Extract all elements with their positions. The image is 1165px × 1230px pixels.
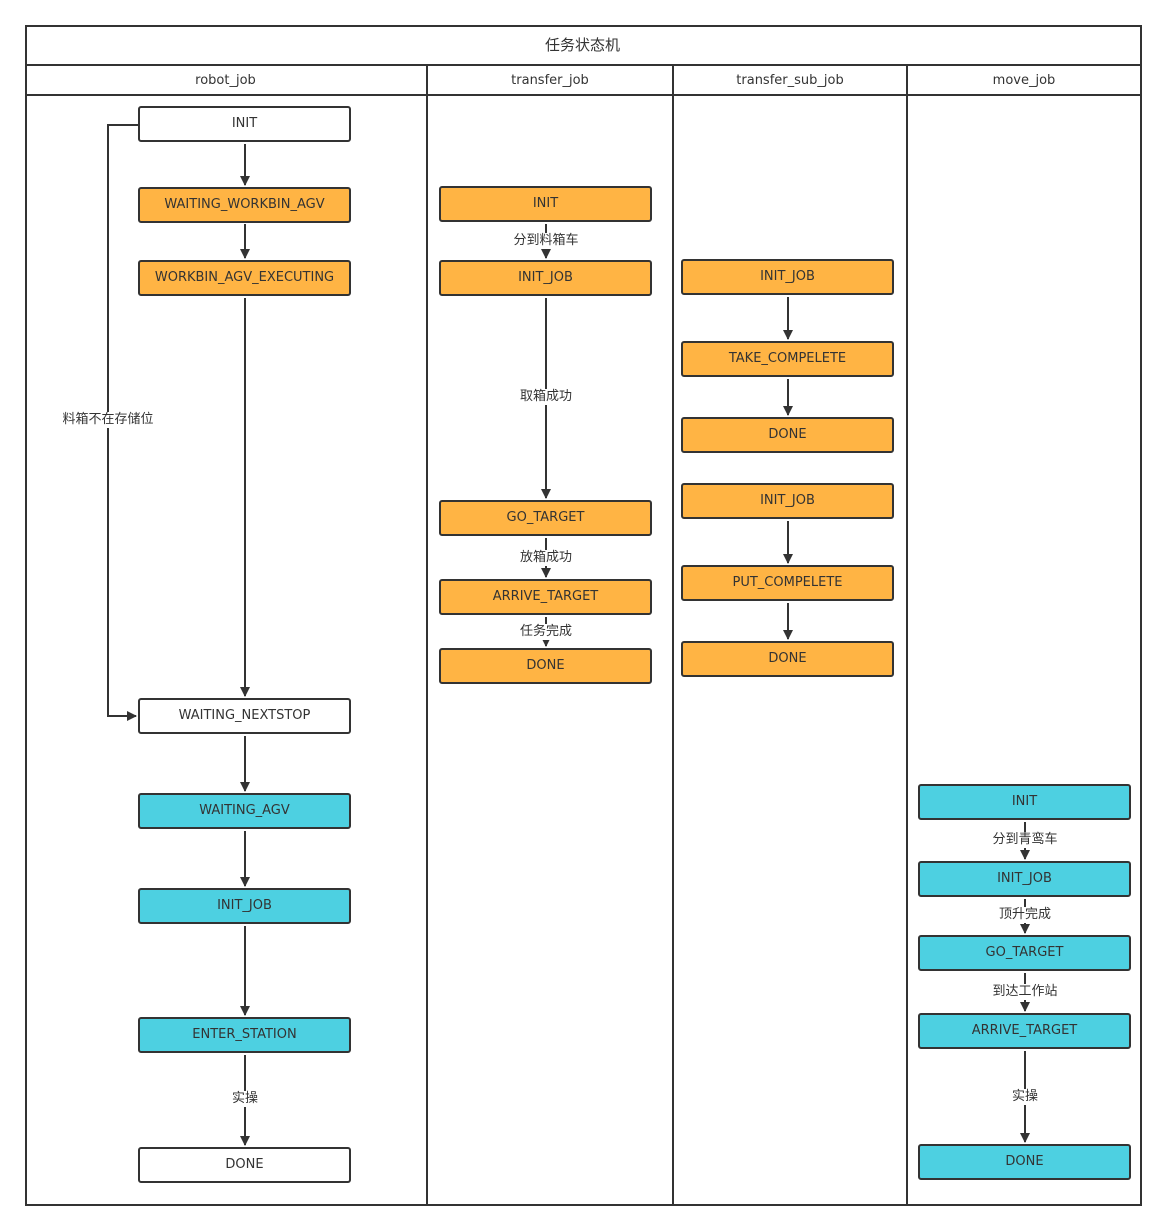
lane-divider xyxy=(906,64,908,1204)
sub-node-done: DONE xyxy=(681,417,894,453)
transfer-node-init: INIT xyxy=(439,186,652,222)
lane-divider xyxy=(672,64,674,1204)
edge-label-move: 实操 xyxy=(1010,1089,1040,1105)
lane-header-transfer-job: transfer_job xyxy=(511,73,589,88)
robot-node-init-job: INIT_JOB xyxy=(138,888,351,924)
move-node-init: INIT xyxy=(918,784,1131,820)
sub-node-init-job: INIT_JOB xyxy=(681,483,894,519)
lane-header-robot-job: robot_job xyxy=(195,73,256,88)
header-divider xyxy=(25,94,1140,96)
edge-label-transfer: 任务完成 xyxy=(518,624,574,640)
move-node-done: DONE xyxy=(918,1144,1131,1180)
sub-node-put-compelete: PUT_COMPELETE xyxy=(681,565,894,601)
sub-node-take-compelete: TAKE_COMPELETE xyxy=(681,341,894,377)
edge-label-move: 分到青鸾车 xyxy=(991,832,1059,848)
move-node-init-job: INIT_JOB xyxy=(918,861,1131,897)
robot-node-waiting-agv: WAITING_AGV xyxy=(138,793,351,829)
title-divider xyxy=(25,64,1140,66)
transfer-node-init-job: INIT_JOB xyxy=(439,260,652,296)
edge-label-transfer: 放箱成功 xyxy=(518,550,574,566)
robot-node-init: INIT xyxy=(138,106,351,142)
lane-divider xyxy=(426,64,428,1204)
diagram-frame xyxy=(25,25,1142,1206)
robot-node-done: DONE xyxy=(138,1147,351,1183)
robot-node-waiting-workbin-agv: WAITING_WORKBIN_AGV xyxy=(138,187,351,223)
lane-header-transfer-sub-job: transfer_sub_job xyxy=(736,73,844,88)
edge-label-enter-to-done: 实操 xyxy=(230,1091,260,1107)
sub-node-init-job: INIT_JOB xyxy=(681,259,894,295)
transfer-node-arrive-target: ARRIVE_TARGET xyxy=(439,579,652,615)
lane-header-move-job: move_job xyxy=(992,73,1056,88)
transfer-node-done: DONE xyxy=(439,648,652,684)
edge-label-loop-back: 料箱不在存储位 xyxy=(61,412,155,428)
sub-node-done: DONE xyxy=(681,641,894,677)
robot-node-waiting-nextstop: WAITING_NEXTSTOP xyxy=(138,698,351,734)
edge-label-transfer: 取箱成功 xyxy=(518,389,574,405)
edge-label-transfer: 分到料箱车 xyxy=(512,233,580,249)
robot-node-workbin-agv-executing: WORKBIN_AGV_EXECUTING xyxy=(138,260,351,296)
move-node-arrive-target: ARRIVE_TARGET xyxy=(918,1013,1131,1049)
move-node-go-target: GO_TARGET xyxy=(918,935,1131,971)
robot-node-enter-station: ENTER_STATION xyxy=(138,1017,351,1053)
diagram-title: 任务状态机 xyxy=(544,36,620,54)
edge-label-move: 到达工作站 xyxy=(991,984,1059,1000)
transfer-node-go-target: GO_TARGET xyxy=(439,500,652,536)
edge-label-move: 顶升完成 xyxy=(997,907,1053,923)
